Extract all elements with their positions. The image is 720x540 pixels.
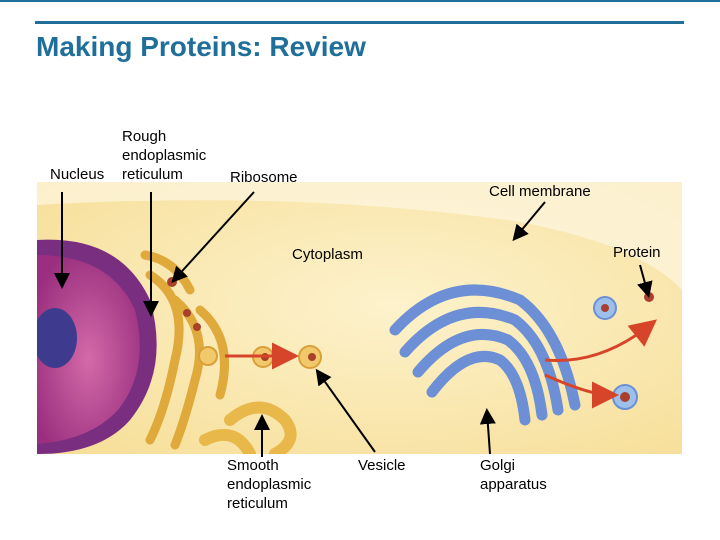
label-cell-membrane: Cell membrane [489,183,591,200]
transport-arrows [225,319,658,409]
label-golgi: Golgi apparatus [480,457,547,493]
label-vesicle: Vesicle [358,457,406,474]
label-protein: Protein [613,244,661,261]
title-rule [35,21,684,24]
golgi-leader [479,408,496,455]
cell-membrane-leader [512,201,546,242]
slide-title: Making Proteins: Review [36,31,366,62]
label-nucleus: Nucleus [50,166,105,183]
cell-membrane-region [37,182,682,290]
vesicle-leader [315,368,376,453]
label-leader-lines [54,191,653,457]
nucleus-shape [37,239,157,454]
nucleolus [37,308,77,368]
label-cytoplasm: Cytoplasm [292,246,363,263]
rough-er-shape [140,250,229,450]
label-smooth-er: Smooth endoplasmic reticulum [227,457,312,512]
ribosome-leader [171,191,255,283]
protein-leader [637,264,653,298]
label-rough-er: Rough endoplasmic reticulum [122,128,207,183]
top-border [0,0,720,2]
smooth-er-shape [199,401,297,454]
label-ribosome: Ribosome [230,169,298,186]
illustration-panel [37,182,682,454]
